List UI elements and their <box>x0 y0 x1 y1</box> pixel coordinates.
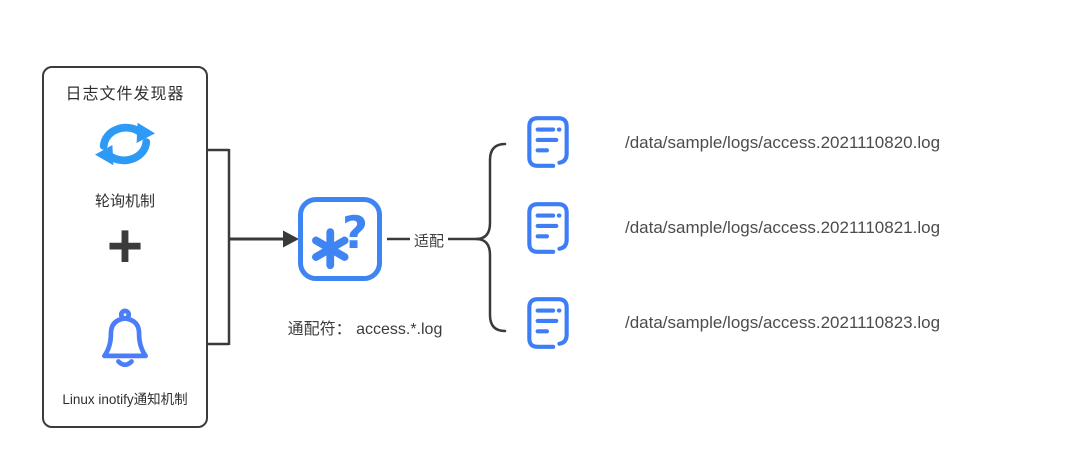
file-path-label: /data/sample/logs/access.2021110820.log <box>625 133 941 152</box>
plus-sign: + <box>106 212 144 281</box>
log-file-icon <box>527 297 569 349</box>
adapt-label: 适配 <box>413 233 444 250</box>
arrowhead-icon <box>283 230 299 248</box>
file-path-label: /data/sample/logs/access.2021110821.log <box>625 218 941 237</box>
bell-icon-wrap <box>44 304 206 374</box>
inotify-label: Linux inotify通知机制 <box>62 392 188 407</box>
svg-text:?: ? <box>342 206 368 259</box>
wildcard-box: ? <box>298 197 382 281</box>
asterisk-question-icon: ? <box>312 206 368 270</box>
bell-icon <box>102 308 148 368</box>
file-path-label: /data/sample/logs/access.2021110823.log <box>625 313 941 332</box>
sync-icon-wrap <box>44 114 206 174</box>
sync-icon <box>95 122 155 166</box>
discoverer-title: 日志文件发现器 <box>65 86 185 103</box>
polling-label: 轮询机制 <box>94 193 155 210</box>
brace-icon <box>475 142 507 333</box>
wildcard-caption: 通配符： access.*.log <box>287 321 443 338</box>
log-file-icon <box>527 116 569 168</box>
discoverer-box: 日志文件发现器 轮询机制 + <box>42 66 208 428</box>
log-file-icon <box>527 202 569 254</box>
